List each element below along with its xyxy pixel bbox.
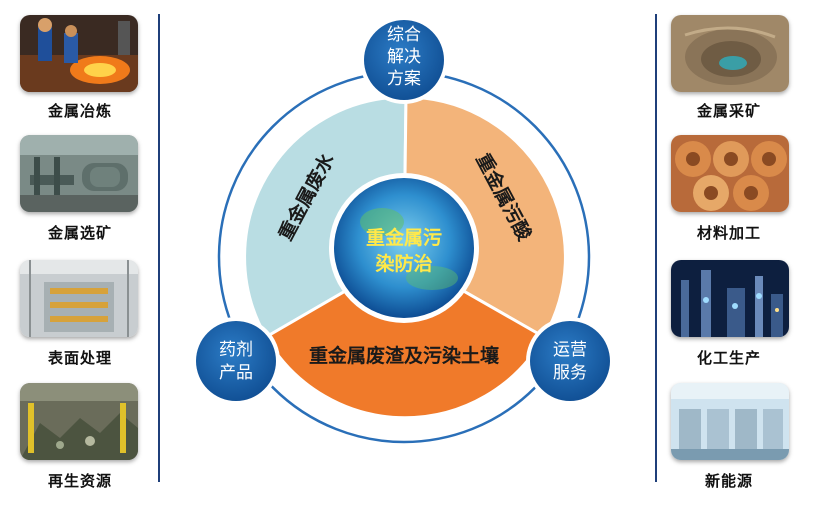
right-industry-column: 金属采矿 材料加工 化工生产 (655, 0, 815, 505)
operations-line2: 服务 (553, 363, 587, 383)
residue-soil-segment (263, 255, 547, 420)
solutions-node: 综合 解决 方案 (360, 16, 448, 104)
solutions-line3: 方案 (387, 69, 421, 89)
new-energy-photo (671, 383, 789, 460)
operations-node: 运营 服务 (526, 317, 614, 405)
recycling-label: 再生资源 (47, 472, 112, 490)
smelting-label: 金属冶炼 (47, 102, 112, 120)
pollution-control-diagram: 重金属污 染防治 重金属废水 重金属污酸 重金属废渣及污染土壤 综合 解决 方案… (192, 16, 614, 444)
center-title-line1: 重金属污 (366, 226, 442, 249)
chemical-production-label: 化工生产 (696, 349, 761, 367)
solutions-line2: 解决 (387, 47, 421, 67)
recycling-photo (20, 383, 138, 460)
mining-photo (671, 15, 789, 92)
new-energy-label: 新能源 (704, 472, 753, 490)
ore-dressing-label: 金属选矿 (47, 224, 112, 242)
center-title-line2: 染防治 (375, 252, 432, 275)
globe-land-2 (406, 266, 458, 290)
solutions-line1: 综合 (387, 25, 421, 45)
chemical-production-photo (671, 260, 789, 337)
left-industry-column: 金属冶炼 金属选矿 表面处理 (0, 0, 160, 505)
material-processing-label: 材料加工 (696, 224, 761, 242)
products-line2: 产品 (219, 363, 253, 383)
left-divider-line (158, 14, 160, 482)
products-node: 药剂 产品 (192, 317, 280, 405)
operations-line1: 运营 (553, 340, 587, 360)
material-processing-photo (671, 135, 789, 212)
globe-land-1 (360, 208, 404, 236)
products-line1: 药剂 (219, 340, 253, 360)
mining-label: 金属采矿 (696, 102, 761, 120)
right-divider-line (655, 14, 657, 482)
surface-treatment-label: 表面处理 (47, 349, 112, 367)
ore-dressing-photo (20, 135, 138, 212)
smelting-photo (20, 15, 138, 92)
surface-treatment-photo (20, 260, 138, 337)
residue-soil-label: 重金属废渣及污染土壤 (309, 344, 500, 367)
